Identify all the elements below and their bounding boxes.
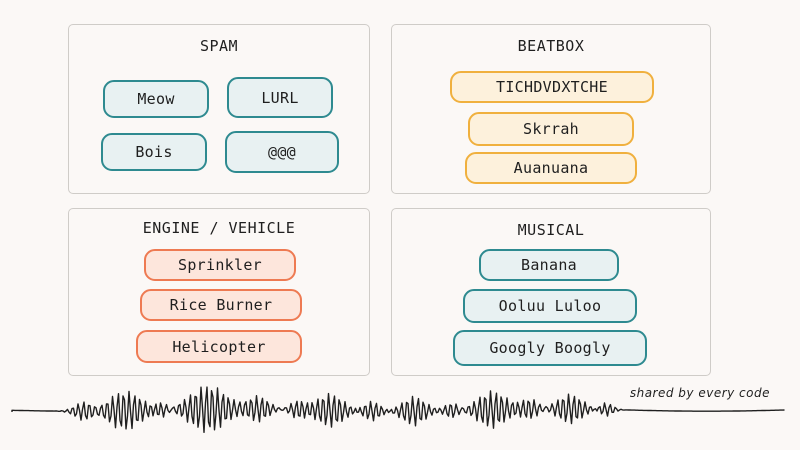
waveform-line	[11, 386, 785, 433]
engine-chip-sprinkler: Sprinkler	[144, 249, 296, 281]
musical-panel: MUSICAL Banana Ooluu Luloo Googly Boogly	[391, 208, 711, 376]
engine-panel: ENGINE / VEHICLE Sprinkler Rice Burner H…	[68, 208, 370, 376]
spam-panel: SPAM Meow LURL Bois @@@	[68, 24, 370, 194]
engine-chip-rice-burner: Rice Burner	[140, 289, 302, 321]
musical-chip-googly: Googly Boogly	[453, 330, 647, 366]
waveform-path	[11, 386, 785, 433]
spam-chip-meow: Meow	[103, 80, 209, 118]
engine-chip-helicopter: Helicopter	[136, 330, 302, 363]
spam-title: SPAM	[199, 37, 239, 55]
spam-chip-lurl: LURL	[227, 77, 333, 118]
musical-chip-ooluu: Ooluu Luloo	[463, 289, 637, 323]
spam-chip-bois: Bois	[101, 133, 207, 171]
beatbox-title: BEATBOX	[517, 37, 585, 55]
engine-title: ENGINE / VEHICLE	[142, 219, 296, 237]
beatbox-chip-3: Auanuana	[465, 152, 637, 184]
beatbox-chip-1: TICHDVDXTCHE	[450, 71, 654, 103]
footer-label: shared by every code	[629, 386, 770, 400]
beatbox-panel: BEATBOX TICHDVDXTCHE Skrrah Auanuana	[391, 24, 711, 194]
spam-chip-at: @@@	[225, 131, 339, 173]
musical-chip-banana: Banana	[479, 249, 619, 281]
musical-title: MUSICAL	[517, 221, 585, 239]
beatbox-chip-2: Skrrah	[468, 112, 634, 146]
